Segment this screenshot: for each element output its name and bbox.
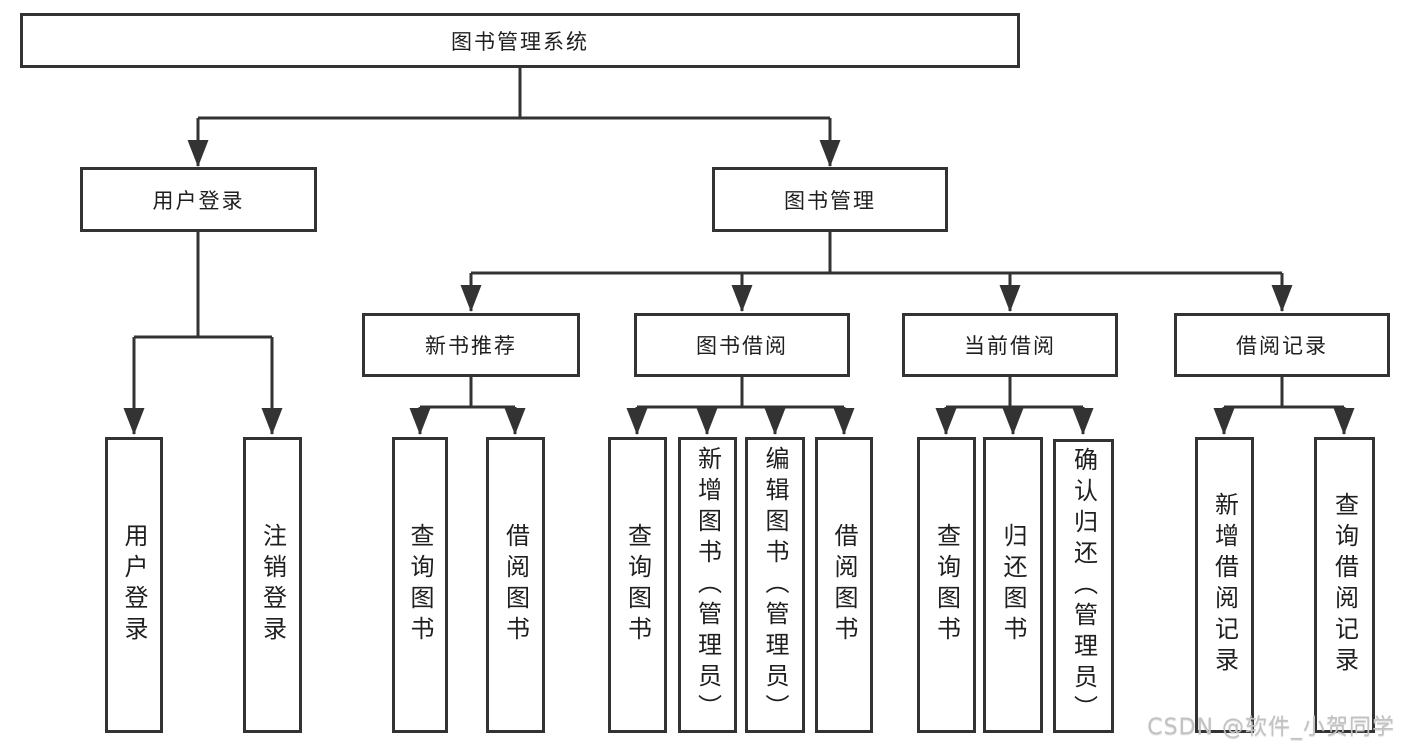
leaf-add-borrow-record: 新增借阅记录: [1195, 437, 1254, 733]
leaf-query-borrow-record: 查询借阅记录: [1314, 437, 1375, 733]
leaf-logout: 注销登录: [243, 437, 302, 733]
node-book-management: 图书管理: [712, 167, 948, 232]
leaf-query-books-borrow: 查询图书: [608, 437, 667, 733]
node-new-book-recommend: 新书推荐: [362, 313, 580, 377]
leaf-borrow-books: 借阅图书: [815, 437, 873, 733]
node-borrow-records: 借阅记录: [1174, 313, 1390, 377]
leaf-return-book: 归还图书: [983, 437, 1043, 733]
csdn-watermark: CSDN @软件_小贺同学: [1147, 715, 1395, 740]
node-current-borrow: 当前借阅: [902, 313, 1118, 377]
leaf-confirm-return-admin: 确认归还（管理员）: [1053, 439, 1114, 733]
leaf-add-book-admin: 新增图书（管理员）: [678, 437, 737, 733]
leaf-edit-book-admin: 编辑图书（管理员）: [745, 437, 805, 733]
node-user-login: 用户登录: [80, 167, 317, 232]
leaf-query-books-recommend: 查询图书: [392, 437, 448, 733]
leaf-borrow-books-recommend: 借阅图书: [486, 437, 545, 733]
leaf-query-books-current: 查询图书: [917, 437, 976, 733]
leaf-user-login: 用户登录: [105, 437, 163, 733]
node-library-management-system: 图书管理系统: [20, 13, 1020, 68]
node-book-borrow: 图书借阅: [634, 313, 850, 377]
